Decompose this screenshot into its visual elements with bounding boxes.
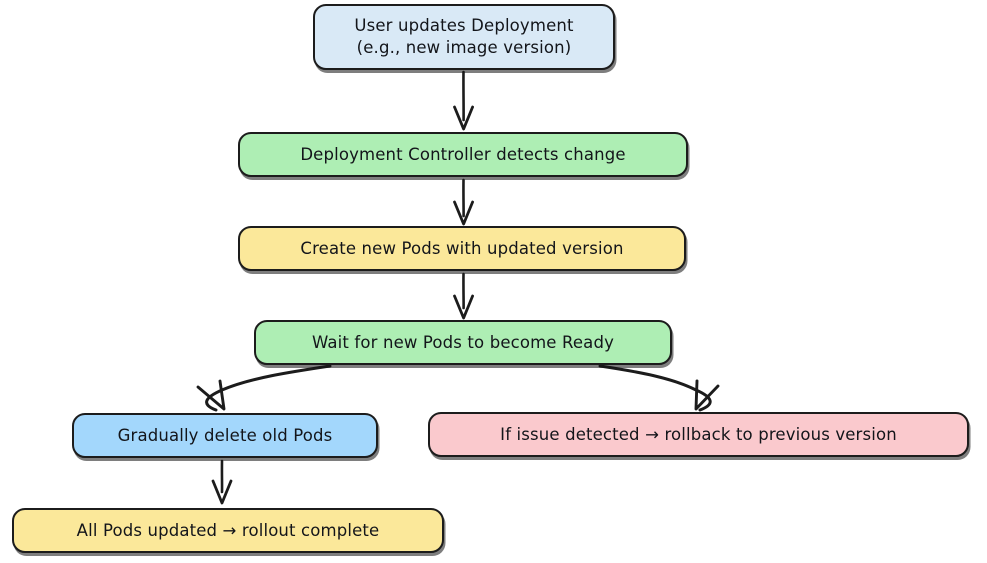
flow-node-deployment-controller-detects-change[interactable]: Deployment Controller detects change	[238, 132, 688, 177]
edge-update-to-controller	[453, 70, 474, 131]
flow-node-user-updates-deployment[interactable]: User updates Deployment (e.g., new image…	[313, 4, 615, 70]
flow-node-gradually-delete-old-pods[interactable]: Gradually delete old Pods	[72, 413, 378, 458]
edge-wait-to-rollback	[598, 364, 720, 412]
edge-controller-to-create	[453, 178, 474, 226]
flow-node-wait-for-pods-ready[interactable]: Wait for new Pods to become Ready	[254, 320, 672, 365]
edge-delete-to-complete	[211, 459, 233, 505]
flow-node-rollback-to-previous-version[interactable]: If issue detected → rollback to previous…	[428, 412, 969, 457]
edge-create-to-wait	[453, 272, 474, 320]
edge-wait-to-delete	[196, 364, 332, 412]
flow-node-rollout-complete[interactable]: All Pods updated → rollout complete	[12, 508, 444, 553]
flow-node-create-new-pods[interactable]: Create new Pods with updated version	[238, 226, 686, 271]
